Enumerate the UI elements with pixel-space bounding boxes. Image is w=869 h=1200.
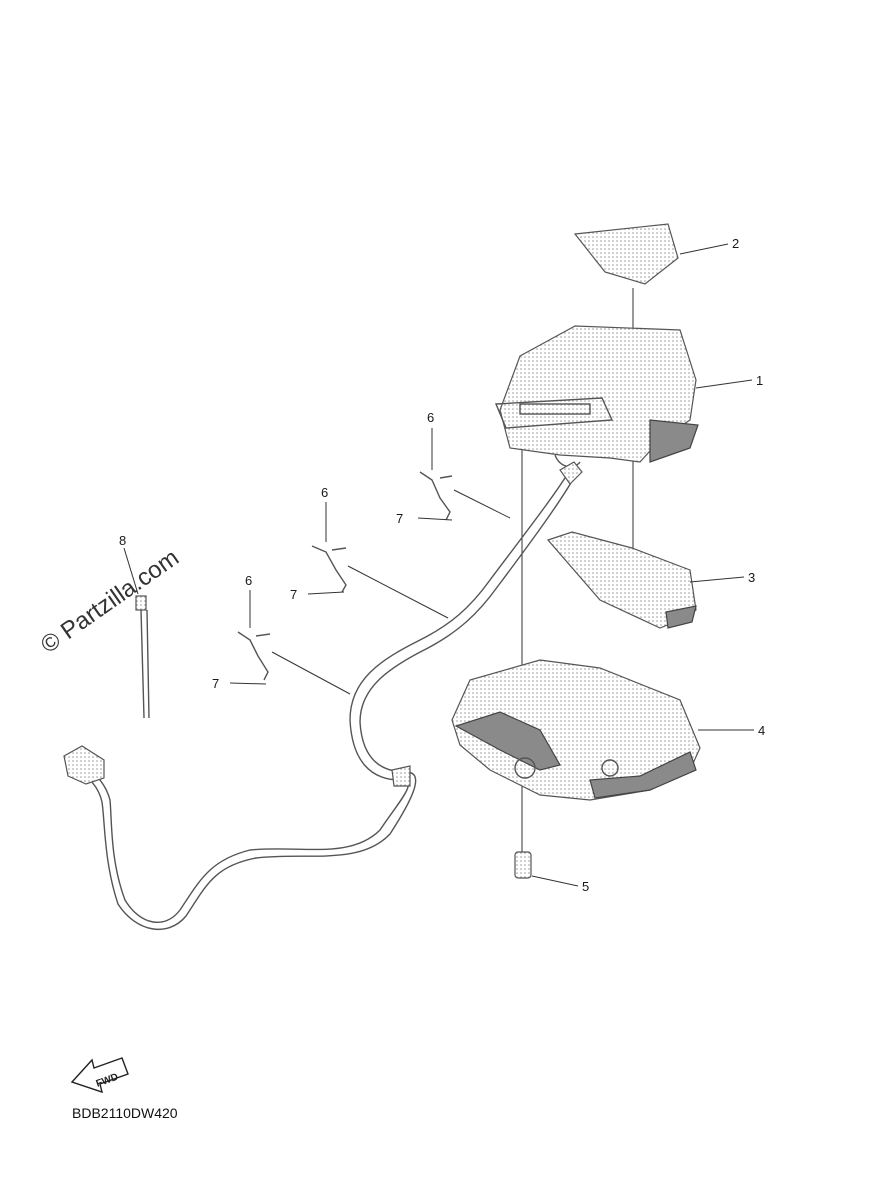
- callout-7-lower: 7: [212, 676, 219, 691]
- callout-7-middle: 7: [290, 587, 297, 602]
- part-1-tail-light: [494, 325, 699, 468]
- callout-6-upper: 6: [427, 410, 434, 425]
- part-5-fitting: [514, 851, 532, 879]
- callout-7-upper: 7: [396, 511, 403, 526]
- part-8-bolt: [135, 595, 150, 719]
- diagram-code: BDB2110DW420: [72, 1105, 178, 1121]
- callout-4: 4: [758, 723, 765, 738]
- watermark: © Partzilla.com: [36, 544, 184, 659]
- callout-3: 3: [748, 570, 755, 585]
- fwd-arrow-icon: FWD: [70, 1057, 129, 1094]
- callout-5: 5: [582, 879, 589, 894]
- part-2-lens: [573, 223, 679, 285]
- wire-harness: [63, 461, 583, 931]
- callout-1: 1: [756, 373, 763, 388]
- clamp-6-middle: [311, 545, 347, 593]
- part-4-base: [451, 659, 701, 801]
- callout-8: 8: [119, 533, 126, 548]
- leader-lines: [123, 243, 754, 887]
- part-3-lens: [546, 531, 697, 629]
- clamp-6-upper: [419, 471, 453, 521]
- clamp-6-lower: [237, 631, 271, 681]
- callout-6-lower: 6: [245, 573, 252, 588]
- callout-2: 2: [732, 236, 739, 251]
- callout-6-middle: 6: [321, 485, 328, 500]
